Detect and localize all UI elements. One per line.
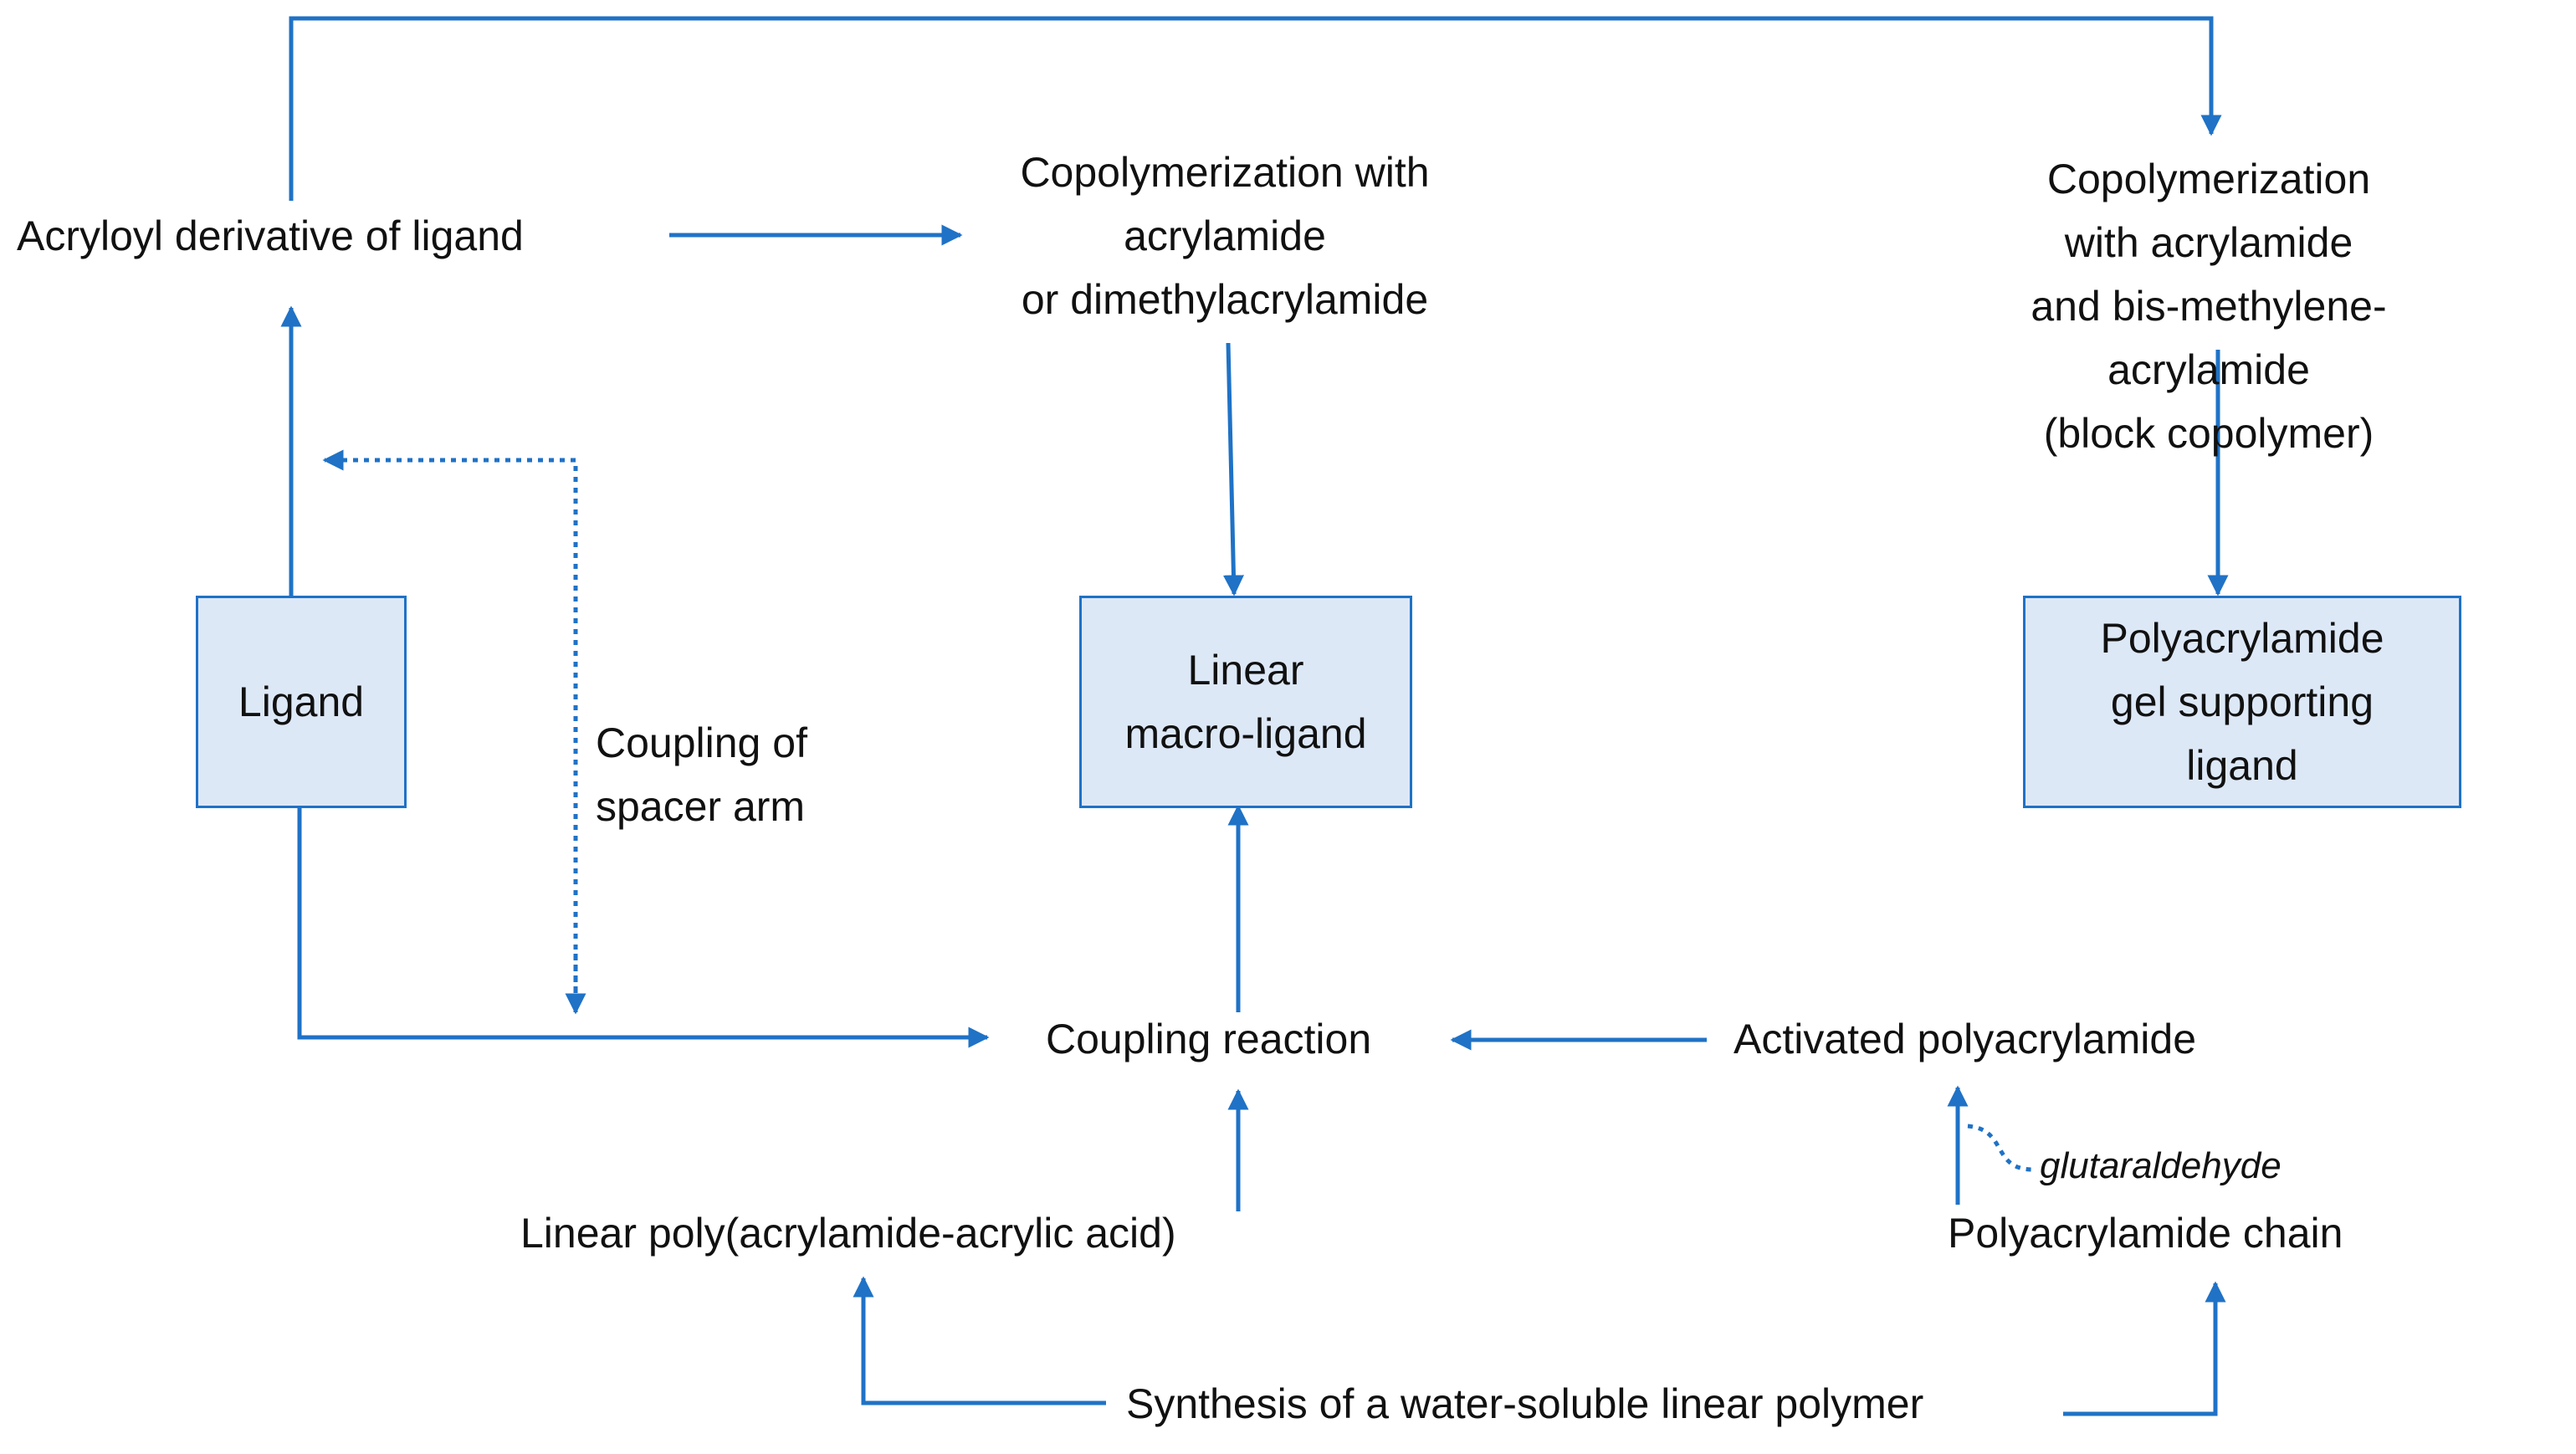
linear-macro-ligand-box: Linear macro-ligand	[1079, 596, 1412, 808]
linear-macro-ligand-label: Linear macro-ligand	[1124, 647, 1367, 757]
gel-box: Polyacrylamide gel supporting ligand	[2023, 596, 2461, 808]
dotted-spacer-to-ligand	[322, 449, 578, 1004]
ligand-box: Ligand	[196, 596, 407, 808]
synthesis-label: Synthesis of a water-soluble linear poly…	[1126, 1380, 1924, 1427]
dotted-glutaraldehyde-curve	[1967, 1124, 2034, 1172]
spacer-arm-label: Coupling of spacer arm	[596, 719, 807, 830]
arrow-synthesis-to-linearpoly	[853, 1276, 1106, 1405]
polyacrylamide-chain-label: Polyacrylamide chain	[1948, 1210, 2343, 1257]
acryloyl-derivative-label: Acryloyl derivative of ligand	[17, 212, 524, 259]
copolymerization-label: Copolymerization with acrylamide or dime…	[1020, 149, 1430, 323]
gel-label: Polyacrylamide gel supporting ligand	[2100, 615, 2384, 789]
block-copolymerization-label: Copolymerization with acrylamide and bis…	[2031, 156, 2387, 457]
activated-polyacrylamide-label: Activated polyacrylamide	[1734, 1016, 2197, 1062]
arrow-copoly-to-macro	[1222, 342, 1244, 596]
arrow-acryloyl-to-block-copoly	[289, 16, 2222, 201]
ligand-label: Ligand	[238, 678, 365, 725]
arrow-synthesis-to-chain	[2063, 1281, 2226, 1416]
glutaraldehyde-label: glutaraldehyde	[2040, 1145, 2282, 1186]
arrow-ligand-to-coupling	[297, 808, 990, 1048]
coupling-reaction-label: Coupling reaction	[1046, 1016, 1372, 1062]
linear-poly-label: Linear poly(acrylamide-acrylic acid)	[520, 1210, 1176, 1257]
